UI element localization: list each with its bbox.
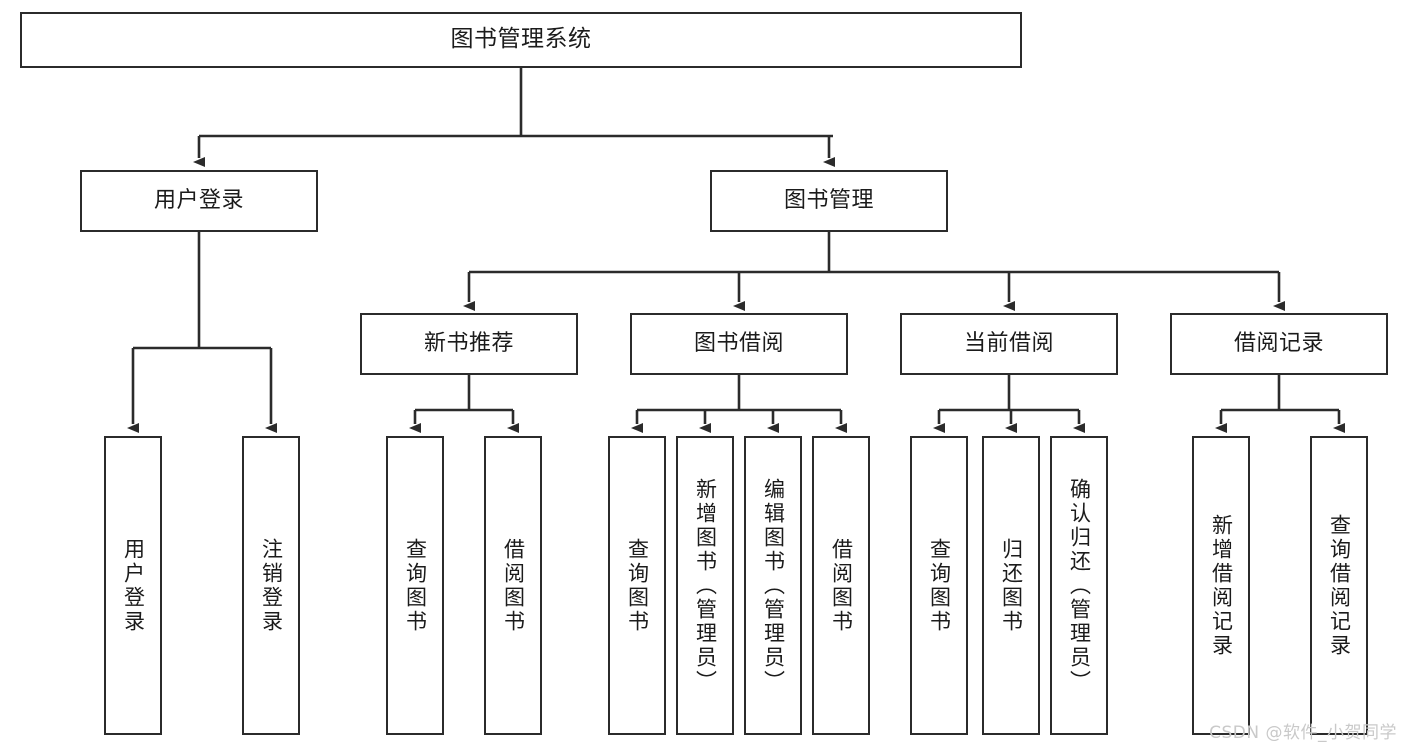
leaf-label: 查询图书 xyxy=(403,537,428,634)
leaf-label: 编辑图书（管理员） xyxy=(761,477,786,694)
leaf-label: 确认归还（管理员） xyxy=(1067,477,1092,694)
node-user-login[interactable]: 用户登录 xyxy=(80,170,318,232)
node-new-book-recommendation[interactable]: 新书推荐 xyxy=(360,313,578,375)
node-book-management[interactable]: 图书管理 xyxy=(710,170,948,232)
leaf-label: 查询图书 xyxy=(927,537,952,634)
leaf-query-book[interactable]: 查询图书 xyxy=(608,436,666,735)
leaf-label: 查询借阅记录 xyxy=(1327,513,1352,658)
leaf-add-borrow-record[interactable]: 新增借阅记录 xyxy=(1192,436,1250,735)
leaf-user-login[interactable]: 用户登录 xyxy=(104,436,162,735)
leaf-confirm-return-admin[interactable]: 确认归还（管理员） xyxy=(1050,436,1108,735)
leaf-query-borrow-record[interactable]: 查询借阅记录 xyxy=(1310,436,1368,735)
node-root-book-management-system[interactable]: 图书管理系统 xyxy=(20,12,1022,68)
leaf-label: 新增借阅记录 xyxy=(1209,513,1234,658)
leaf-label: 查询图书 xyxy=(625,537,650,634)
leaf-label: 用户登录 xyxy=(121,537,146,634)
node-label: 图书借阅 xyxy=(693,331,784,357)
leaf-add-book-admin[interactable]: 新增图书（管理员） xyxy=(676,436,734,735)
leaf-logout-login[interactable]: 注销登录 xyxy=(242,436,300,735)
node-book-borrowing[interactable]: 图书借阅 xyxy=(630,313,848,375)
leaf-query-book-recommend[interactable]: 查询图书 xyxy=(386,436,444,735)
leaf-label: 借阅图书 xyxy=(501,537,526,634)
leaf-return-book[interactable]: 归还图书 xyxy=(982,436,1040,735)
leaf-query-book-current[interactable]: 查询图书 xyxy=(910,436,968,735)
node-label: 借阅记录 xyxy=(1233,331,1324,357)
leaf-edit-book-admin[interactable]: 编辑图书（管理员） xyxy=(744,436,802,735)
node-label: 图书管理 xyxy=(783,188,874,214)
csdn-watermark: CSDN @软件_小贺同学 xyxy=(1209,723,1397,743)
leaf-label: 归还图书 xyxy=(999,537,1024,634)
node-label: 当前借阅 xyxy=(963,331,1054,357)
node-label: 用户登录 xyxy=(153,188,244,214)
leaf-label: 注销登录 xyxy=(259,537,284,634)
leaf-borrow-book-recommend[interactable]: 借阅图书 xyxy=(484,436,542,735)
node-borrowing-record[interactable]: 借阅记录 xyxy=(1170,313,1388,375)
node-current-borrowing[interactable]: 当前借阅 xyxy=(900,313,1118,375)
node-label: 图书管理系统 xyxy=(450,26,592,53)
leaf-label: 借阅图书 xyxy=(829,537,854,634)
leaf-borrow-book[interactable]: 借阅图书 xyxy=(812,436,870,735)
leaf-label: 新增图书（管理员） xyxy=(693,477,718,694)
node-label: 新书推荐 xyxy=(423,331,514,357)
